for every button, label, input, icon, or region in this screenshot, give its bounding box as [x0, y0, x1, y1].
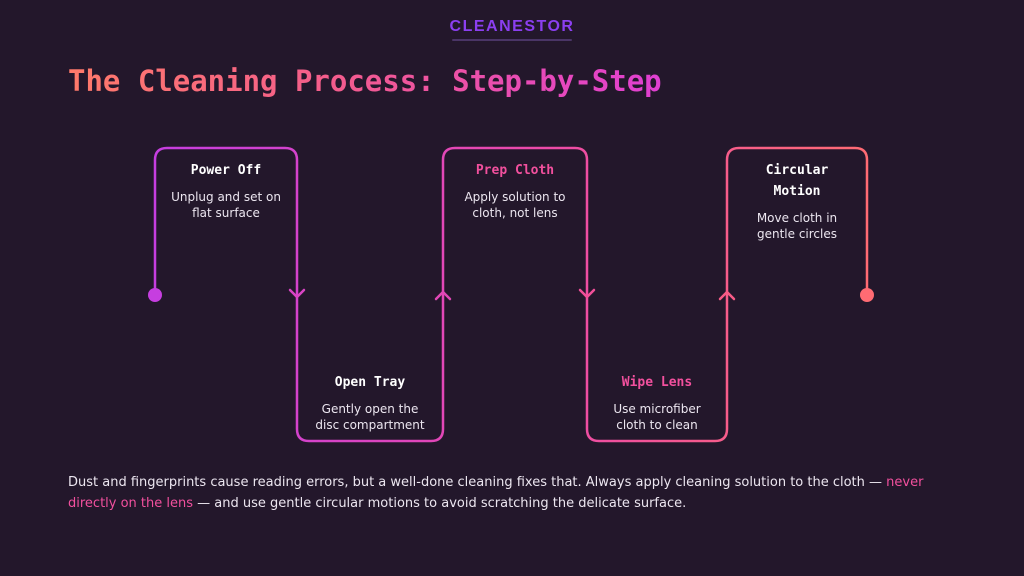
- step-description: Use microfiber cloth to clean: [613, 402, 701, 432]
- highlighted-warning: never directly on the lens: [68, 475, 924, 511]
- step-power-off: Power Off Unplug and set on flat surface: [151, 160, 301, 221]
- summary-paragraph: Dust and fingerprints cause reading erro…: [68, 475, 924, 511]
- step-description: Apply solution to cloth, not lens: [464, 190, 566, 220]
- step-wipe-lens: Wipe Lens Use microfiber cloth to clean: [582, 372, 732, 433]
- step-description: Move cloth in gentle circles: [756, 211, 838, 241]
- brand-logo: CLEANESTOR: [0, 16, 1024, 41]
- start-dot: [148, 288, 162, 302]
- arrow-up-icon: [718, 290, 736, 301]
- step-description: Unplug and set on flat surface: [171, 190, 281, 220]
- step-title: Prep Cloth: [475, 163, 555, 178]
- page-title: The Cleaning Process: Step-by-Step: [68, 64, 662, 98]
- brand-logo-text: CLEANESTOR: [449, 18, 575, 35]
- step-title: Open Tray: [334, 375, 406, 390]
- step-open-tray: Open Tray Gently open the disc compartme…: [295, 372, 445, 433]
- flow-path: [153, 146, 869, 443]
- step-description: Gently open the disc compartment: [315, 402, 425, 432]
- step-title: Wipe Lens: [621, 375, 693, 390]
- step-title: Circular Motion: [765, 163, 829, 199]
- arrow-down-icon: [578, 288, 596, 299]
- step-title: Power Off: [190, 163, 262, 178]
- step-prep-cloth: Prep Cloth Apply solution to cloth, not …: [440, 160, 590, 221]
- arrow-down-icon: [288, 288, 306, 299]
- brand-tagline-bar: [452, 39, 572, 41]
- end-dot: [860, 288, 874, 302]
- arrow-up-icon: [434, 290, 452, 301]
- step-circular-motion: Circular Motion Move cloth in gentle cir…: [722, 160, 872, 242]
